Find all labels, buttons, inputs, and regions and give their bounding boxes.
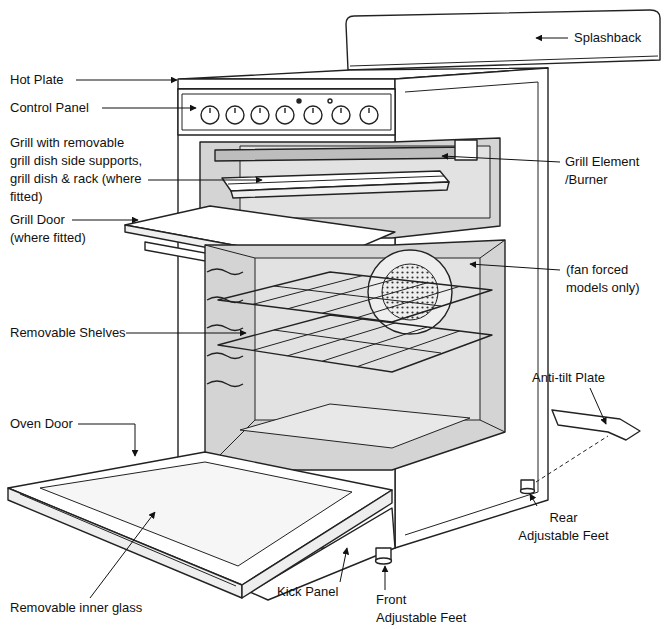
- part-label: Hot Plate: [10, 71, 90, 89]
- leader-line: [530, 494, 537, 506]
- cavity-corner: [480, 420, 505, 432]
- inner-glass: [40, 462, 352, 566]
- leader-line: [385, 566, 386, 590]
- indicator-light: [328, 99, 332, 103]
- door-handle: [20, 494, 236, 586]
- splashback-edge: [350, 56, 658, 66]
- oven-floor: [240, 404, 470, 448]
- leader-line: [126, 333, 246, 334]
- hot-plate-edge: [178, 79, 395, 89]
- front-foot-base: [376, 558, 392, 564]
- part-label: Anti-tilt Plate: [532, 369, 652, 387]
- cavity-corner: [480, 240, 505, 258]
- knob: [251, 106, 269, 124]
- knob: [360, 106, 378, 124]
- part-label: Control Panel: [10, 99, 110, 117]
- shelf-runner: [207, 381, 243, 387]
- knob: [304, 106, 322, 124]
- control-panel-inset: [182, 94, 391, 130]
- shelf-runner: [207, 269, 243, 275]
- anti-tilt-guide: [536, 436, 608, 482]
- oven-shelf: [218, 315, 492, 372]
- part-label: Removable inner glass: [10, 599, 170, 617]
- knob: [332, 106, 350, 124]
- leader-line: [536, 38, 568, 39]
- rear-foot-base: [521, 489, 535, 494]
- leader-line: [102, 108, 196, 109]
- leader-line: [78, 424, 135, 456]
- shelf-wire: [274, 286, 441, 306]
- leader-lines: [72, 38, 606, 598]
- leader-line: [90, 512, 155, 598]
- part-label: (fan forced models only): [566, 261, 646, 297]
- shelf-wires: [253, 319, 460, 367]
- part-label: Kick Panel: [277, 583, 357, 601]
- knob: [226, 106, 244, 124]
- oven-body: [8, 10, 660, 600]
- control-panel: [178, 89, 395, 135]
- oven-cavity: [205, 240, 505, 470]
- leader-line: [76, 80, 177, 81]
- knob-mark: [284, 108, 285, 113]
- fan-grille: [382, 264, 438, 320]
- shelf-wires: [253, 276, 460, 318]
- cavity-corner: [205, 245, 255, 258]
- knob: [276, 106, 294, 124]
- leader-line: [442, 156, 560, 162]
- oven-shelf: [218, 272, 492, 322]
- leader-line: [72, 220, 138, 221]
- knob-mark: [312, 108, 313, 113]
- knob-mark: [340, 108, 341, 113]
- part-label: Front Adjustable Feet: [376, 591, 467, 627]
- leader-line: [340, 548, 347, 582]
- part-label: Rear Adjustable Feet: [518, 509, 609, 545]
- knob-mark: [209, 108, 210, 113]
- part-label: Oven Door: [10, 415, 90, 433]
- part-label: Grill Element /Burner: [565, 153, 655, 189]
- part-label: Removable Shelves: [10, 324, 150, 342]
- knob-mark: [234, 108, 235, 113]
- part-label: Splashback: [574, 29, 664, 47]
- shelf-runner: [207, 325, 243, 331]
- knob-mark: [368, 108, 369, 113]
- part-label: Grill with removable grill dish side sup…: [10, 134, 145, 206]
- grill-element: [215, 147, 470, 161]
- leader-line: [590, 388, 606, 424]
- knob: [201, 106, 219, 124]
- shelf-wire: [274, 330, 441, 353]
- shelf-runner: [207, 353, 243, 359]
- knob-mark: [259, 108, 260, 113]
- grill-dish-side: [231, 182, 449, 198]
- part-label: Grill Door (where fitted): [10, 211, 90, 247]
- anti-tilt-plate: [552, 410, 640, 440]
- leader-line: [470, 264, 560, 270]
- leader-line: [148, 180, 262, 181]
- indicator-light: [297, 99, 301, 103]
